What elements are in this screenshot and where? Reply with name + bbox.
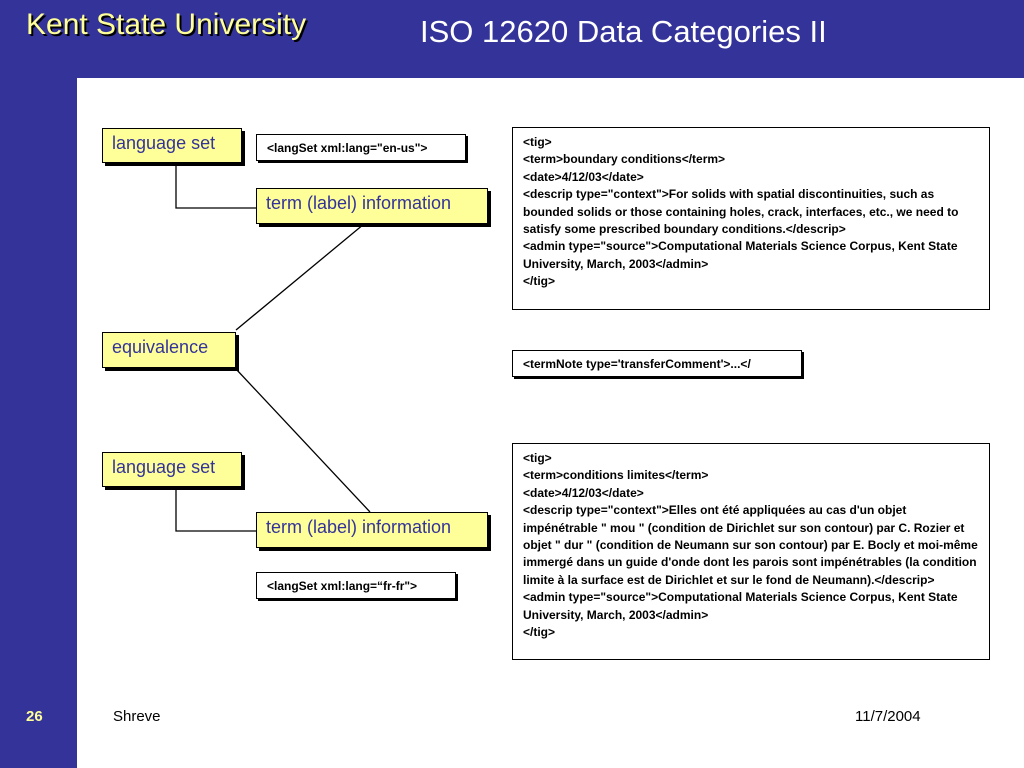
language-set-box-2: language set: [102, 452, 242, 487]
tig-fr-line: </tig>: [523, 625, 556, 640]
tig-fr-line: <descrip type="context">Elles ont été ap…: [523, 503, 978, 587]
tig-en-line: <date>4/12/03</date>: [523, 169, 644, 184]
tig-en-line: <admin type="source">Computational Mater…: [523, 239, 958, 271]
tig-fr-line: <tig>: [523, 451, 552, 465]
connector-equivalence-term-2: [235, 368, 371, 513]
tig-fr-line: <term>conditions limites</term>: [523, 468, 709, 483]
equivalence-box: equivalence: [102, 332, 236, 368]
term-info-box-1: term (label) information: [256, 188, 488, 224]
footer-author: Shreve: [113, 708, 161, 725]
tig-french-box: <tig> <term>conditions limites</term> <d…: [512, 443, 990, 660]
langset-fr-tag: <langSet xml:lang=“fr-fr">: [256, 572, 456, 599]
language-set-box-1: language set: [102, 128, 242, 163]
university-name: Kent State University: [26, 8, 307, 41]
tig-en-line: <descrip type="context">For solids with …: [523, 187, 959, 237]
connector-equivalence-term-1: [235, 223, 365, 331]
slide-number: 26: [26, 708, 43, 725]
tig-fr-line: <admin type="source">Computational Mater…: [523, 590, 958, 622]
tig-en-line: <tig>: [523, 135, 552, 149]
term-info-box-2: term (label) information: [256, 512, 488, 548]
tig-fr-line: <date>4/12/03</date>: [523, 485, 644, 500]
termnote-tag: <termNote type='transferComment'>...</: [512, 350, 802, 377]
footer-date: 11/7/2004: [855, 708, 921, 725]
tig-en-line: </tig>: [523, 274, 556, 289]
connector-langset-term-2: [175, 487, 256, 532]
connector-langset-term-1: [175, 162, 256, 209]
tig-english-box: <tig> <term>boundary conditions</term> <…: [512, 127, 990, 310]
langset-en-tag: <langSet xml:lang="en-us">: [256, 134, 466, 161]
slide-title: ISO 12620 Data Categories II: [420, 14, 827, 49]
tig-en-line: <term>boundary conditions</term>: [523, 152, 726, 167]
